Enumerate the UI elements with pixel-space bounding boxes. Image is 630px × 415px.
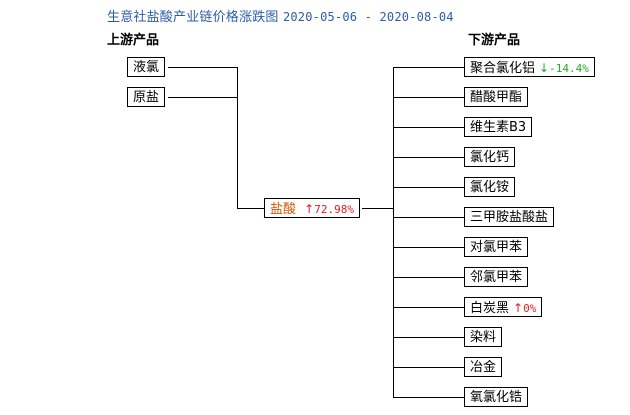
downstream-product[interactable]: 醋酸甲酯 [464,87,529,107]
downstream-product-label: 对氯甲苯 [470,240,523,255]
upstream-connector [168,67,237,68]
upstream-product-liquid-chlorine[interactable]: 液氯 [127,57,166,77]
center-product-hydrochloric-acid[interactable]: 盐酸 ↑72.98% [264,198,360,218]
downstream-product[interactable]: 染料 [464,327,503,347]
downstream-connector [393,157,464,158]
downstream-product[interactable]: 维生素B3 [464,117,533,137]
downstream-product[interactable]: 对氯甲苯 [464,237,529,257]
center-product-change: ↑72.98% [304,202,354,216]
downstream-product-label: 白炭黑 [470,301,510,316]
center-change-value: 72.98% [314,203,354,216]
downstream-product[interactable]: 邻氯甲苯 [464,267,529,287]
downstream-product-label: 染料 [470,330,497,345]
upstream-product-label: 原盐 [133,90,160,105]
downstream-product[interactable]: 白炭黑↑0% [464,297,543,317]
downstream-connector [393,67,464,68]
downstream-connector [393,337,464,338]
downstream-change-value: 0% [523,302,537,315]
upstream-to-center-connector [237,208,264,209]
upstream-connector [168,97,237,98]
upstream-product-crude-salt[interactable]: 原盐 [127,87,166,107]
downstream-product-label: 冶金 [470,360,497,375]
downstream-product-label: 醋酸甲酯 [470,90,523,105]
downstream-product-label: 氧氯化锆 [470,390,523,405]
downstream-product-label: 氯化铵 [470,180,510,195]
downstream-product[interactable]: 氧氯化锆 [464,387,529,407]
up-arrow-icon: ↑ [513,301,524,315]
downstream-connector [393,127,464,128]
upstream-trunk [237,67,238,208]
downstream-connector [393,187,464,188]
downstream-change-value: -14.4% [549,62,589,75]
downstream-product[interactable]: 冶金 [464,357,503,377]
downstream-product-label: 聚合氯化铝 [470,61,536,76]
center-to-downstream-connector [362,208,393,209]
upstream-heading: 上游产品 [107,33,160,48]
downstream-product[interactable]: 三甲胺盐酸盐 [464,207,555,227]
downstream-connector [393,367,464,368]
downstream-product-change: ↓-14.4% [539,61,589,75]
title-date-range: 2020-05-06 - 2020-08-04 [282,10,454,24]
downstream-connector [393,307,464,308]
downstream-connector [393,247,464,248]
downstream-product[interactable]: 聚合氯化铝↓-14.4% [464,57,595,77]
downstream-product[interactable]: 氯化钙 [464,147,516,167]
downstream-connector [393,277,464,278]
downstream-connector [393,397,464,398]
down-arrow-icon: ↓ [539,61,550,75]
downstream-connector [393,217,464,218]
center-product-label: 盐酸 [270,202,297,217]
downstream-product-change: ↑0% [513,301,537,315]
downstream-product-label: 邻氯甲苯 [470,270,523,285]
up-arrow-icon: ↑ [304,202,315,216]
title-text: 生意社盐酸产业链价格涨跌图 [107,10,279,25]
downstream-product-label: 维生素B3 [470,120,527,135]
upstream-product-label: 液氯 [133,60,160,75]
downstream-heading: 下游产品 [468,33,521,48]
downstream-trunk [393,67,394,398]
page-title: 生意社盐酸产业链价格涨跌图 2020-05-06 - 2020-08-04 [107,6,454,25]
downstream-connector [393,97,464,98]
downstream-product[interactable]: 氯化铵 [464,177,516,197]
downstream-product-label: 氯化钙 [470,150,510,165]
downstream-product-label: 三甲胺盐酸盐 [470,210,549,225]
